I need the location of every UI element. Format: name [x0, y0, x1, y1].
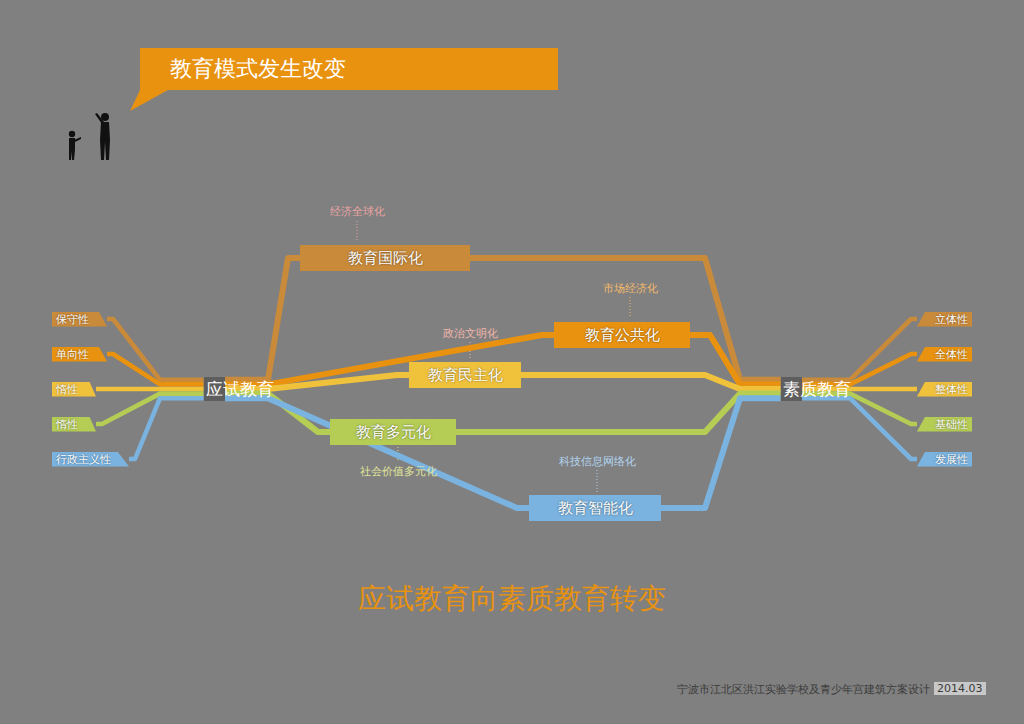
footer-note: 宁波市江北区洪江实验学校及青少年宫建筑方案设计 — [677, 682, 930, 697]
trend-band: 教育智能化 — [529, 495, 661, 521]
driver-note: 市场经济化 — [603, 281, 658, 296]
node-text: 保守性 — [56, 313, 89, 326]
stage-box: 应试教育 — [204, 377, 225, 402]
figures — [69, 113, 110, 160]
flow-ribbon — [225, 398, 530, 508]
trend-band: 教育多元化 — [330, 419, 456, 445]
trait-tag: 保守性 — [52, 312, 107, 327]
trait-tag: 单向性 — [52, 347, 107, 362]
node-text: 惰性 — [56, 383, 78, 396]
node-text: 基础性 — [935, 418, 968, 431]
flow-ribbon — [802, 319, 918, 380]
title-banner: 教育模式发生改变 — [140, 48, 558, 90]
flow-ribbon — [96, 387, 204, 392]
flow-ribbon — [802, 354, 918, 384]
trait-tag: 惰性 — [52, 417, 96, 432]
node-text: 立体性 — [935, 313, 968, 326]
flow-ribbon — [225, 258, 301, 380]
trend-band: 教育国际化 — [300, 245, 470, 271]
trait-tag: 整体性 — [917, 382, 972, 397]
node-text: 教育智能化 — [558, 499, 633, 517]
node-text: 教育民主化 — [428, 366, 503, 384]
driver-note: 政治文明化 — [443, 326, 498, 341]
stage-box: 素质教育 — [781, 377, 802, 402]
flow-ribbon — [661, 398, 781, 508]
node-text: 整体性 — [935, 383, 968, 396]
node-text: 应试教育 — [206, 380, 223, 399]
trait-tag: 惰性 — [52, 382, 96, 397]
trend-band: 教育公共化 — [554, 322, 690, 348]
date-stamp: 2014.03 — [934, 682, 986, 695]
node-text: 发展性 — [935, 453, 968, 466]
driver-note: 经济全球化 — [330, 204, 385, 219]
driver-note: 社会价值多元化 — [360, 464, 437, 479]
flow-ribbon — [129, 398, 204, 459]
node-text: 教育国际化 — [348, 249, 423, 267]
node-text: 教育多元化 — [356, 423, 431, 441]
flow-ribbon — [802, 387, 918, 392]
flow-ribbon — [521, 375, 781, 389]
caption: 应试教育向素质教育转变 — [0, 580, 1024, 618]
trait-tag: 立体性 — [917, 312, 972, 327]
driver-note: 科技信息网络化 — [559, 454, 636, 469]
node-text: 单向性 — [56, 348, 89, 361]
node-text: 素质教育 — [783, 380, 800, 399]
node-text: 惰性 — [56, 418, 78, 431]
node-text: 教育公共化 — [585, 326, 660, 344]
banner-tail — [130, 90, 168, 111]
trait-tag: 发展性 — [917, 452, 972, 467]
trait-tag: 行政主义性 — [52, 452, 129, 467]
node-text: 行政主义性 — [56, 453, 111, 466]
trend-band: 教育民主化 — [409, 362, 521, 388]
flow-ribbon — [107, 354, 204, 384]
flow-ribbon — [225, 375, 410, 389]
flow-ribbon — [802, 398, 918, 459]
node-text: 全体性 — [935, 348, 968, 361]
trait-tag: 全体性 — [917, 347, 972, 362]
trait-tag: 基础性 — [917, 417, 972, 432]
flow-ribbon — [107, 319, 204, 380]
